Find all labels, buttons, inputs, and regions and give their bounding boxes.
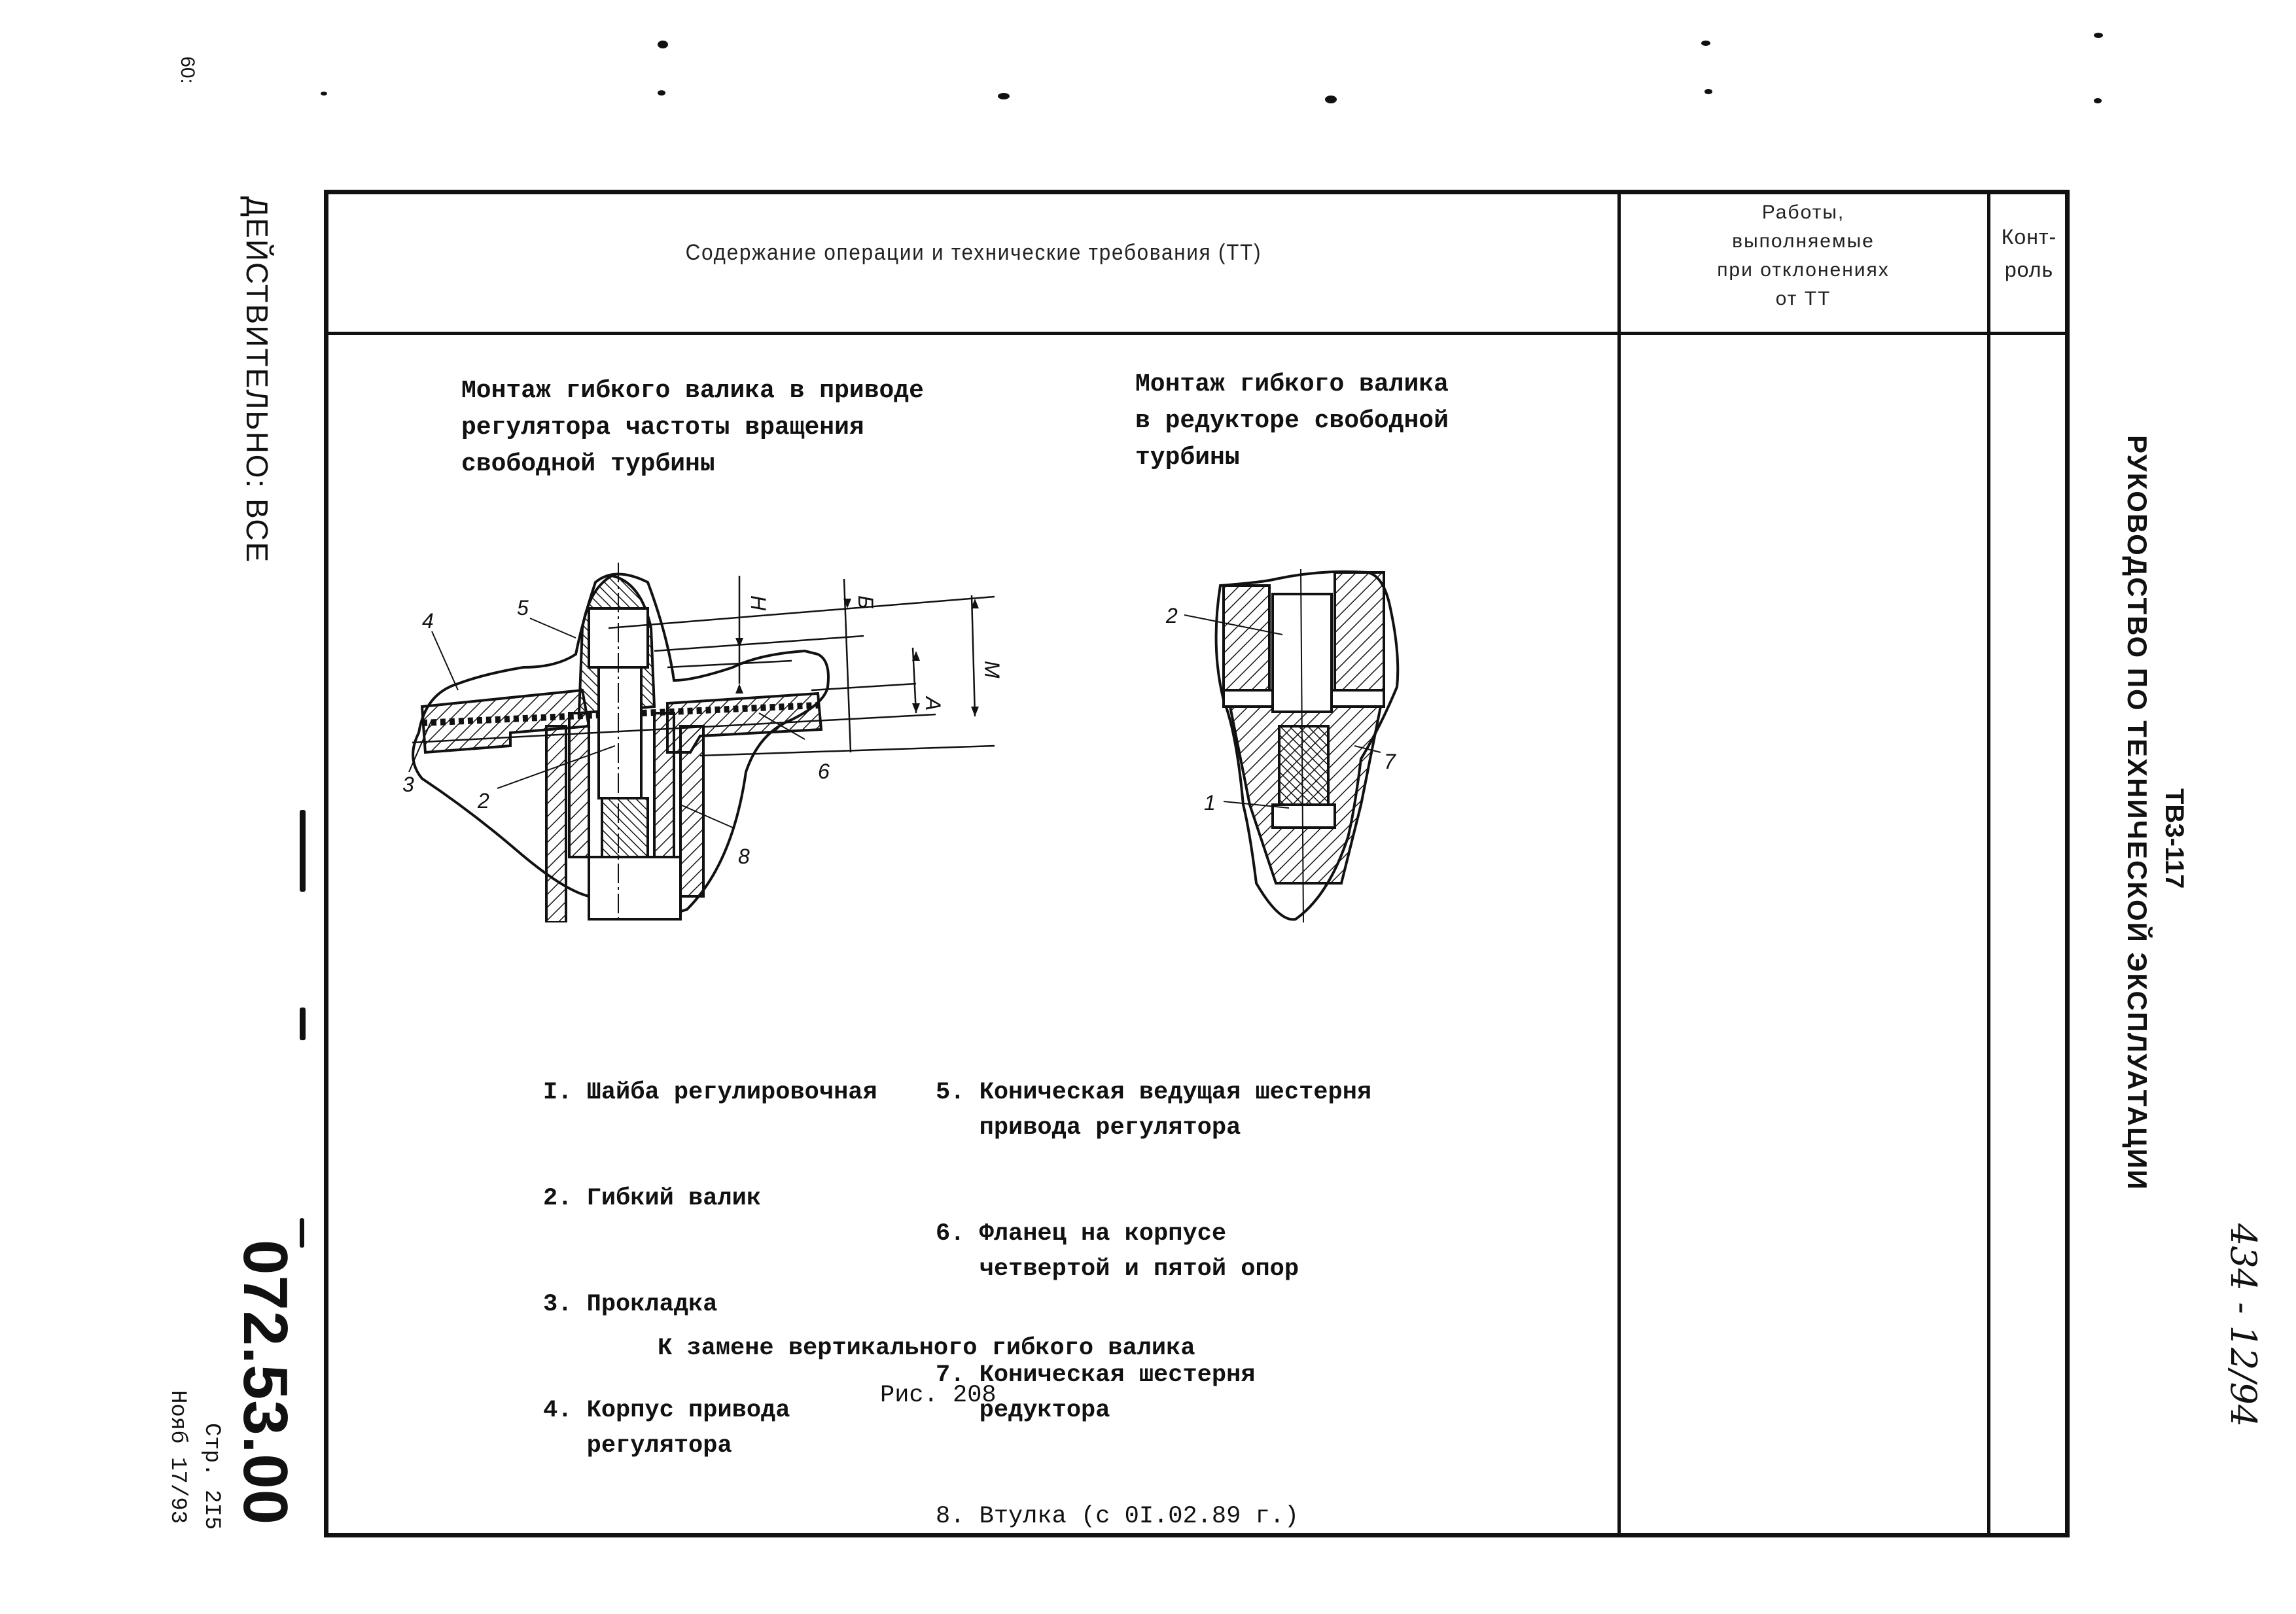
- header-line: от ТТ: [1775, 288, 1831, 309]
- engine-model: ТВ3-117: [2160, 788, 2189, 889]
- column-divider: [1617, 194, 1621, 1533]
- scan-speck: [1704, 89, 1712, 94]
- header-line: выполняемые: [1732, 230, 1875, 252]
- header-control: Конт- роль: [1990, 220, 2068, 286]
- handwritten-note: 434 - 12/94: [2223, 1223, 2264, 1428]
- header-divider: [328, 332, 2065, 335]
- scan-speck: [2094, 98, 2102, 103]
- operation-table: Содержание операции и технические требов…: [324, 190, 2070, 1537]
- callout-7: 7: [1384, 750, 1396, 773]
- callout-2: 2: [477, 789, 489, 813]
- scan-speck: [1325, 96, 1337, 103]
- right-drawing-caption: Монтаж гибкого валика в редукторе свобод…: [1135, 370, 1449, 472]
- figure-title: К замене вертикального гибкого валика: [658, 1335, 1195, 1362]
- callout-8: 8: [738, 845, 750, 868]
- scan-speck: [998, 93, 1010, 99]
- legend-item: 5. Коническая ведущая шестерня привода р…: [936, 1079, 1372, 1142]
- revision-date: Нояб 17/93: [165, 1390, 190, 1524]
- header-content: Содержание операции и технические требов…: [685, 240, 1262, 265]
- header-works-on-deviation: Работы, выполняемые при отклонениях от Т…: [1621, 198, 1986, 313]
- header-line: Конт-: [2001, 225, 2057, 249]
- column-divider: [1987, 194, 1990, 1533]
- dim-H: Н: [747, 595, 770, 611]
- parts-legend-right: 5. Коническая ведущая шестерня привода р…: [936, 1004, 1371, 1570]
- margin-bar: [300, 810, 306, 892]
- legend-item: 2. Гибкий валик: [543, 1185, 762, 1212]
- legend-item: 6. Фланец на корпусе четвертой и пятой о…: [936, 1220, 1299, 1283]
- legend-item: I. Шайба регулировочная: [543, 1079, 877, 1106]
- legend-item: 4. Корпус привода регулятора: [543, 1397, 790, 1460]
- margin-bar: [300, 1008, 306, 1040]
- manual-title: РУКОВОДСТВО ПО ТЕХНИЧЕСКОЙ ЭКСПЛУАТАЦИИ: [2122, 435, 2153, 1191]
- callout-6: 6: [818, 760, 830, 783]
- legend-item: 8. Втулка (с 0I.02.89 г.): [936, 1503, 1299, 1530]
- dim-B: Б: [854, 595, 877, 609]
- header-line: при отклонениях: [1717, 259, 1890, 281]
- page-label: Стр. 2I5: [199, 1423, 224, 1530]
- corner-mark: 60:: [176, 56, 198, 84]
- legend-item: 3. Прокладка: [543, 1291, 718, 1318]
- scan-speck: [2094, 33, 2103, 38]
- figure-number: Рис. 208: [880, 1382, 997, 1409]
- callout-4: 4: [422, 609, 434, 633]
- left-drawing-caption: Монтаж гибкого валика в приводе регулято…: [461, 377, 924, 478]
- validity-label: ДЕЙСТВИТЕЛЬНО: ВСЕ: [240, 196, 274, 564]
- callout-labels: 4 5 3 2 6 8 Н Б А М: [402, 595, 1004, 868]
- header-line: Работы,: [1761, 202, 1845, 223]
- callout-5: 5: [517, 596, 529, 620]
- header-line: роль: [2004, 258, 2054, 281]
- margin-bar: [300, 1218, 304, 1248]
- parts-legend-left: I. Шайба регулировочная 2. Гибкий валик …: [543, 1004, 877, 1499]
- dim-A: А: [921, 695, 945, 711]
- drawing-reducer: 2 7 1: [1165, 569, 1400, 923]
- legend-item: 7. Коническая шестерня редуктора: [936, 1361, 1256, 1424]
- callout-3: 3: [402, 773, 414, 796]
- scan-speck: [658, 41, 668, 48]
- dim-M: М: [980, 661, 1004, 678]
- drawing-governor-drive: 4 5 3 2 6 8 Н Б А М: [402, 563, 1004, 922]
- scan-speck: [658, 90, 665, 96]
- section-number: 072.53.00: [230, 1240, 300, 1526]
- scan-speck: [321, 92, 327, 96]
- callout-2: 2: [1165, 604, 1178, 627]
- callout-1: 1: [1204, 791, 1216, 815]
- scan-speck: [1701, 41, 1710, 46]
